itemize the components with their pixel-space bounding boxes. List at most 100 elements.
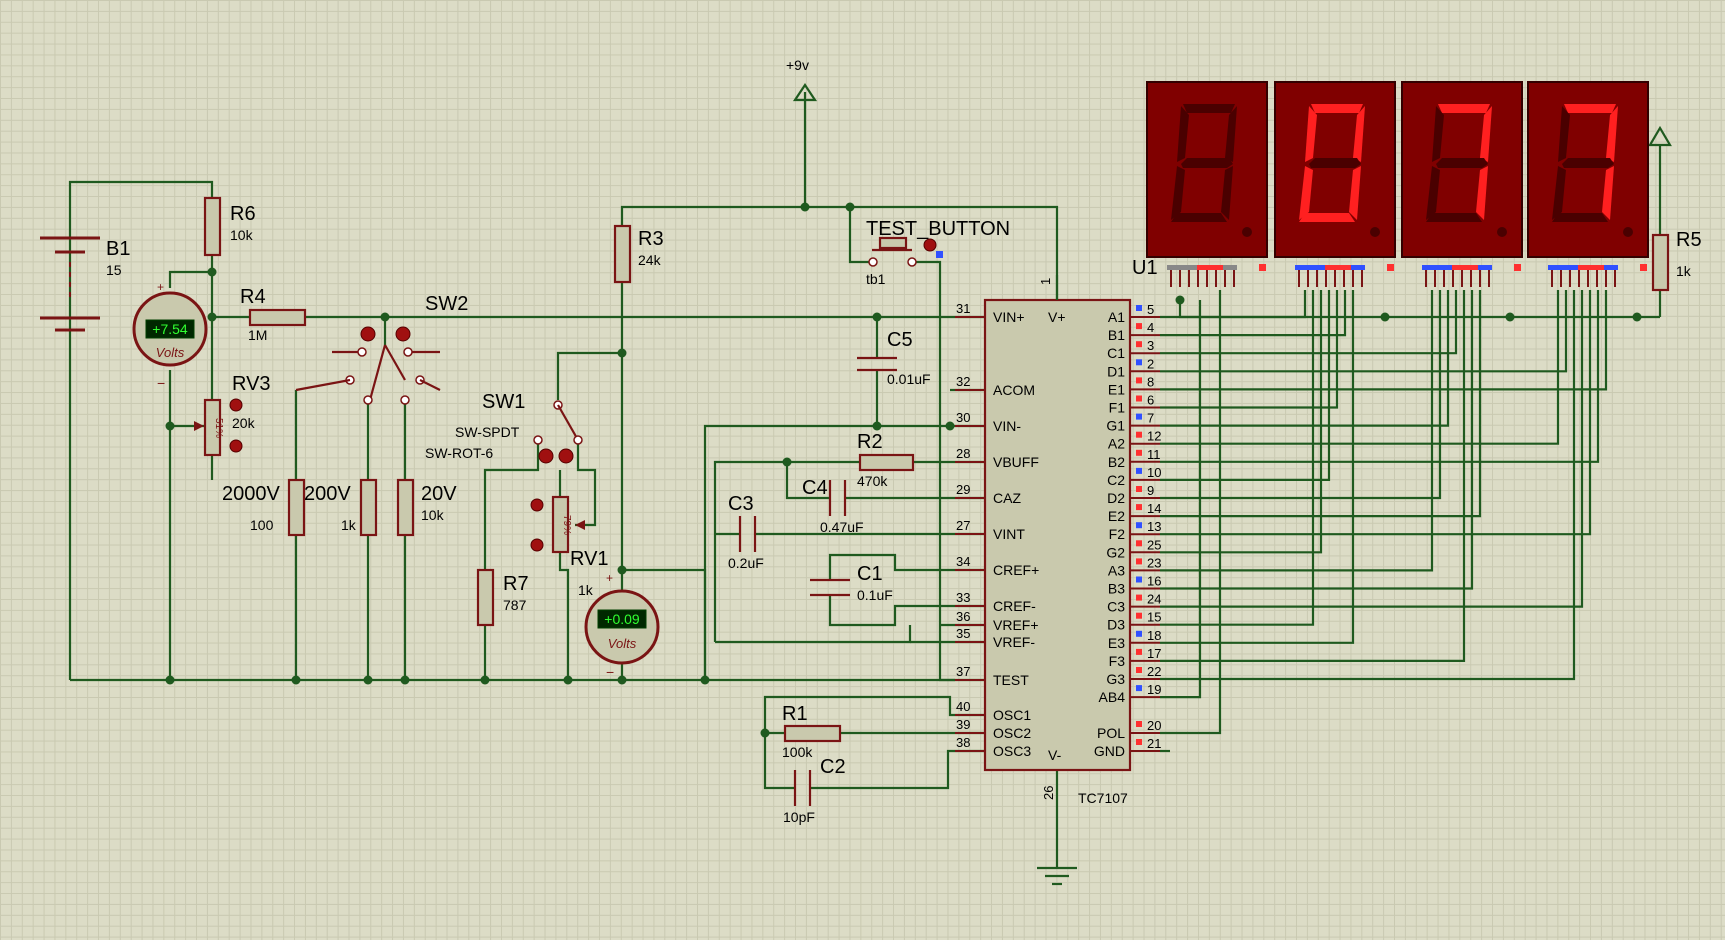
segment-wire (1160, 290, 1347, 337)
resistor-r4[interactable]: R4 1M (240, 286, 307, 343)
pol-wire (1160, 290, 1222, 735)
capacitor-c5[interactable]: C5 0.01uF (857, 329, 931, 387)
r1-ref: R1 (782, 703, 808, 725)
test-button-value: tb1 (866, 271, 886, 287)
resistor-200v[interactable]: 200V 1k (304, 478, 378, 537)
segment-wire (1160, 290, 1434, 572)
chip-right-pin-label: B1 (1108, 327, 1125, 343)
resistor-r5[interactable]: R5 1k (1651, 229, 1702, 292)
junctions (165, 202, 1642, 738)
segment (1476, 166, 1488, 220)
chip-left-pin-label: OSC1 (993, 707, 1031, 723)
digit-pin-bar-active (1452, 265, 1478, 270)
resistor-r3[interactable]: R3 24k (613, 224, 664, 284)
rv1-bottom-wire (558, 552, 570, 680)
rv3-decrease-button[interactable] (229, 439, 243, 453)
pin-state-marker (1136, 540, 1142, 547)
junction (617, 675, 627, 685)
chip-left-pin-num: 30 (956, 410, 970, 425)
chip-right-pin-label: D1 (1107, 363, 1125, 379)
junction (845, 202, 855, 212)
resistor-r1[interactable]: R1 100k (782, 703, 842, 760)
segment (1221, 166, 1233, 220)
r4-value: 1M (248, 327, 267, 343)
chip-right-pin-label: G2 (1106, 544, 1125, 560)
rv3-increase-button[interactable] (229, 398, 243, 412)
junction (291, 675, 301, 685)
decimal-point (1242, 227, 1252, 237)
battery-b1[interactable]: B1 15 (40, 236, 130, 332)
battery-wire (68, 180, 214, 680)
rv1-increase-button[interactable] (530, 498, 544, 512)
chip-left-pin-num: 33 (956, 590, 970, 605)
capacitor-c4[interactable]: C4 0.47uF (802, 477, 864, 535)
chip-left-pin-num: 34 (956, 554, 970, 569)
segment-wire (1160, 290, 1331, 481)
capacitor-c1[interactable]: C1 0.1uF (810, 563, 893, 603)
resistor-r7[interactable]: R7 787 (476, 568, 529, 627)
r5-value: 1k (1676, 263, 1692, 279)
chip-right-pin-label: F2 (1109, 526, 1126, 542)
pin-state-marker (1136, 323, 1142, 330)
c4-ref: C4 (802, 477, 828, 499)
r2-value: 470k (857, 473, 888, 489)
junction (480, 675, 490, 685)
decimal-point (1497, 227, 1507, 237)
tc7107-chip[interactable]: 1 V+ 26 V- TC7107 U1 31VIN+32ACOM30VIN-2… (955, 257, 1161, 806)
sw1-ref: SW1 (482, 391, 525, 413)
sw1-type: SW-SPDT (455, 424, 520, 440)
svg-text:−: − (606, 664, 614, 680)
pin-state-marker (1136, 504, 1142, 511)
resistor-20v[interactable]: 20V 10k (396, 478, 457, 537)
chip-left-pin-num: 35 (956, 626, 970, 641)
potentiometer-rv3[interactable]: 51% RV3 20k (194, 373, 271, 457)
test-button-press[interactable] (923, 238, 937, 252)
vbuff-wire (713, 460, 860, 642)
chip-left-pin-num: 32 (956, 374, 970, 389)
segment (1426, 166, 1440, 220)
resistor-2000v[interactable]: 2000V 100 (222, 478, 306, 537)
c2-value: 10pF (783, 809, 815, 825)
segment-wire (1160, 290, 1560, 445)
chip-right-pin-num: 16 (1147, 574, 1161, 589)
sw1-toggle-left-button[interactable] (538, 448, 554, 464)
junction (617, 348, 627, 358)
junction (872, 312, 882, 322)
junction (165, 675, 175, 685)
sw1-toggle-right-button[interactable] (558, 448, 574, 464)
potentiometer-rv1[interactable]: 79% RV1 1k (530, 495, 609, 598)
rv1-value: 1k (578, 582, 594, 598)
cref-minus-wire (828, 595, 985, 627)
spdt-switch-sw1[interactable]: SW1 SW-SPDT (455, 391, 583, 464)
c1-value: 0.1uF (857, 587, 893, 603)
segment-wire (1160, 290, 1450, 427)
chip-left-pin-label: VIN+ (993, 309, 1025, 325)
chip-right-pin-num: 17 (1147, 646, 1161, 661)
segment (1432, 106, 1444, 162)
rv1-decrease-button[interactable] (530, 538, 544, 552)
sw2-rotate-right-button[interactable] (395, 326, 411, 342)
resistor-r6[interactable]: R6 10k (203, 196, 256, 257)
osc3-wire (763, 733, 795, 790)
pin-state-marker (1136, 413, 1142, 420)
pin-state-marker (1136, 359, 1142, 366)
pin-state-marker (1136, 449, 1142, 456)
chip-right-pin-num: 14 (1147, 501, 1161, 516)
chip-right-pin-num: 8 (1147, 374, 1154, 389)
chip-right-pin-num: 22 (1147, 664, 1161, 679)
test-button[interactable]: TEST_BUTTON tb1 (866, 218, 1010, 287)
sw2-rotate-left-button[interactable] (360, 326, 376, 342)
pin-state-marker (1136, 486, 1142, 492)
segment (1171, 213, 1227, 222)
capacitor-c2[interactable]: C2 10pF (783, 756, 846, 825)
segment (1177, 106, 1189, 162)
rv3-ref: RV3 (232, 373, 271, 395)
resistor-r2[interactable]: R2 470k (857, 431, 915, 489)
capacitor-c3[interactable]: C3 0.2uF (728, 493, 764, 571)
rotary-switch-sw2[interactable]: SW2 SW-ROT-6 (295, 293, 493, 461)
r2-ref: R2 (857, 431, 883, 453)
chip-left-pin-label: VINT (993, 526, 1025, 542)
chip-part: TC7107 (1078, 790, 1128, 806)
chip-right-pin-num: 13 (1147, 519, 1161, 534)
chip-right-pin-label: D3 (1107, 617, 1125, 633)
